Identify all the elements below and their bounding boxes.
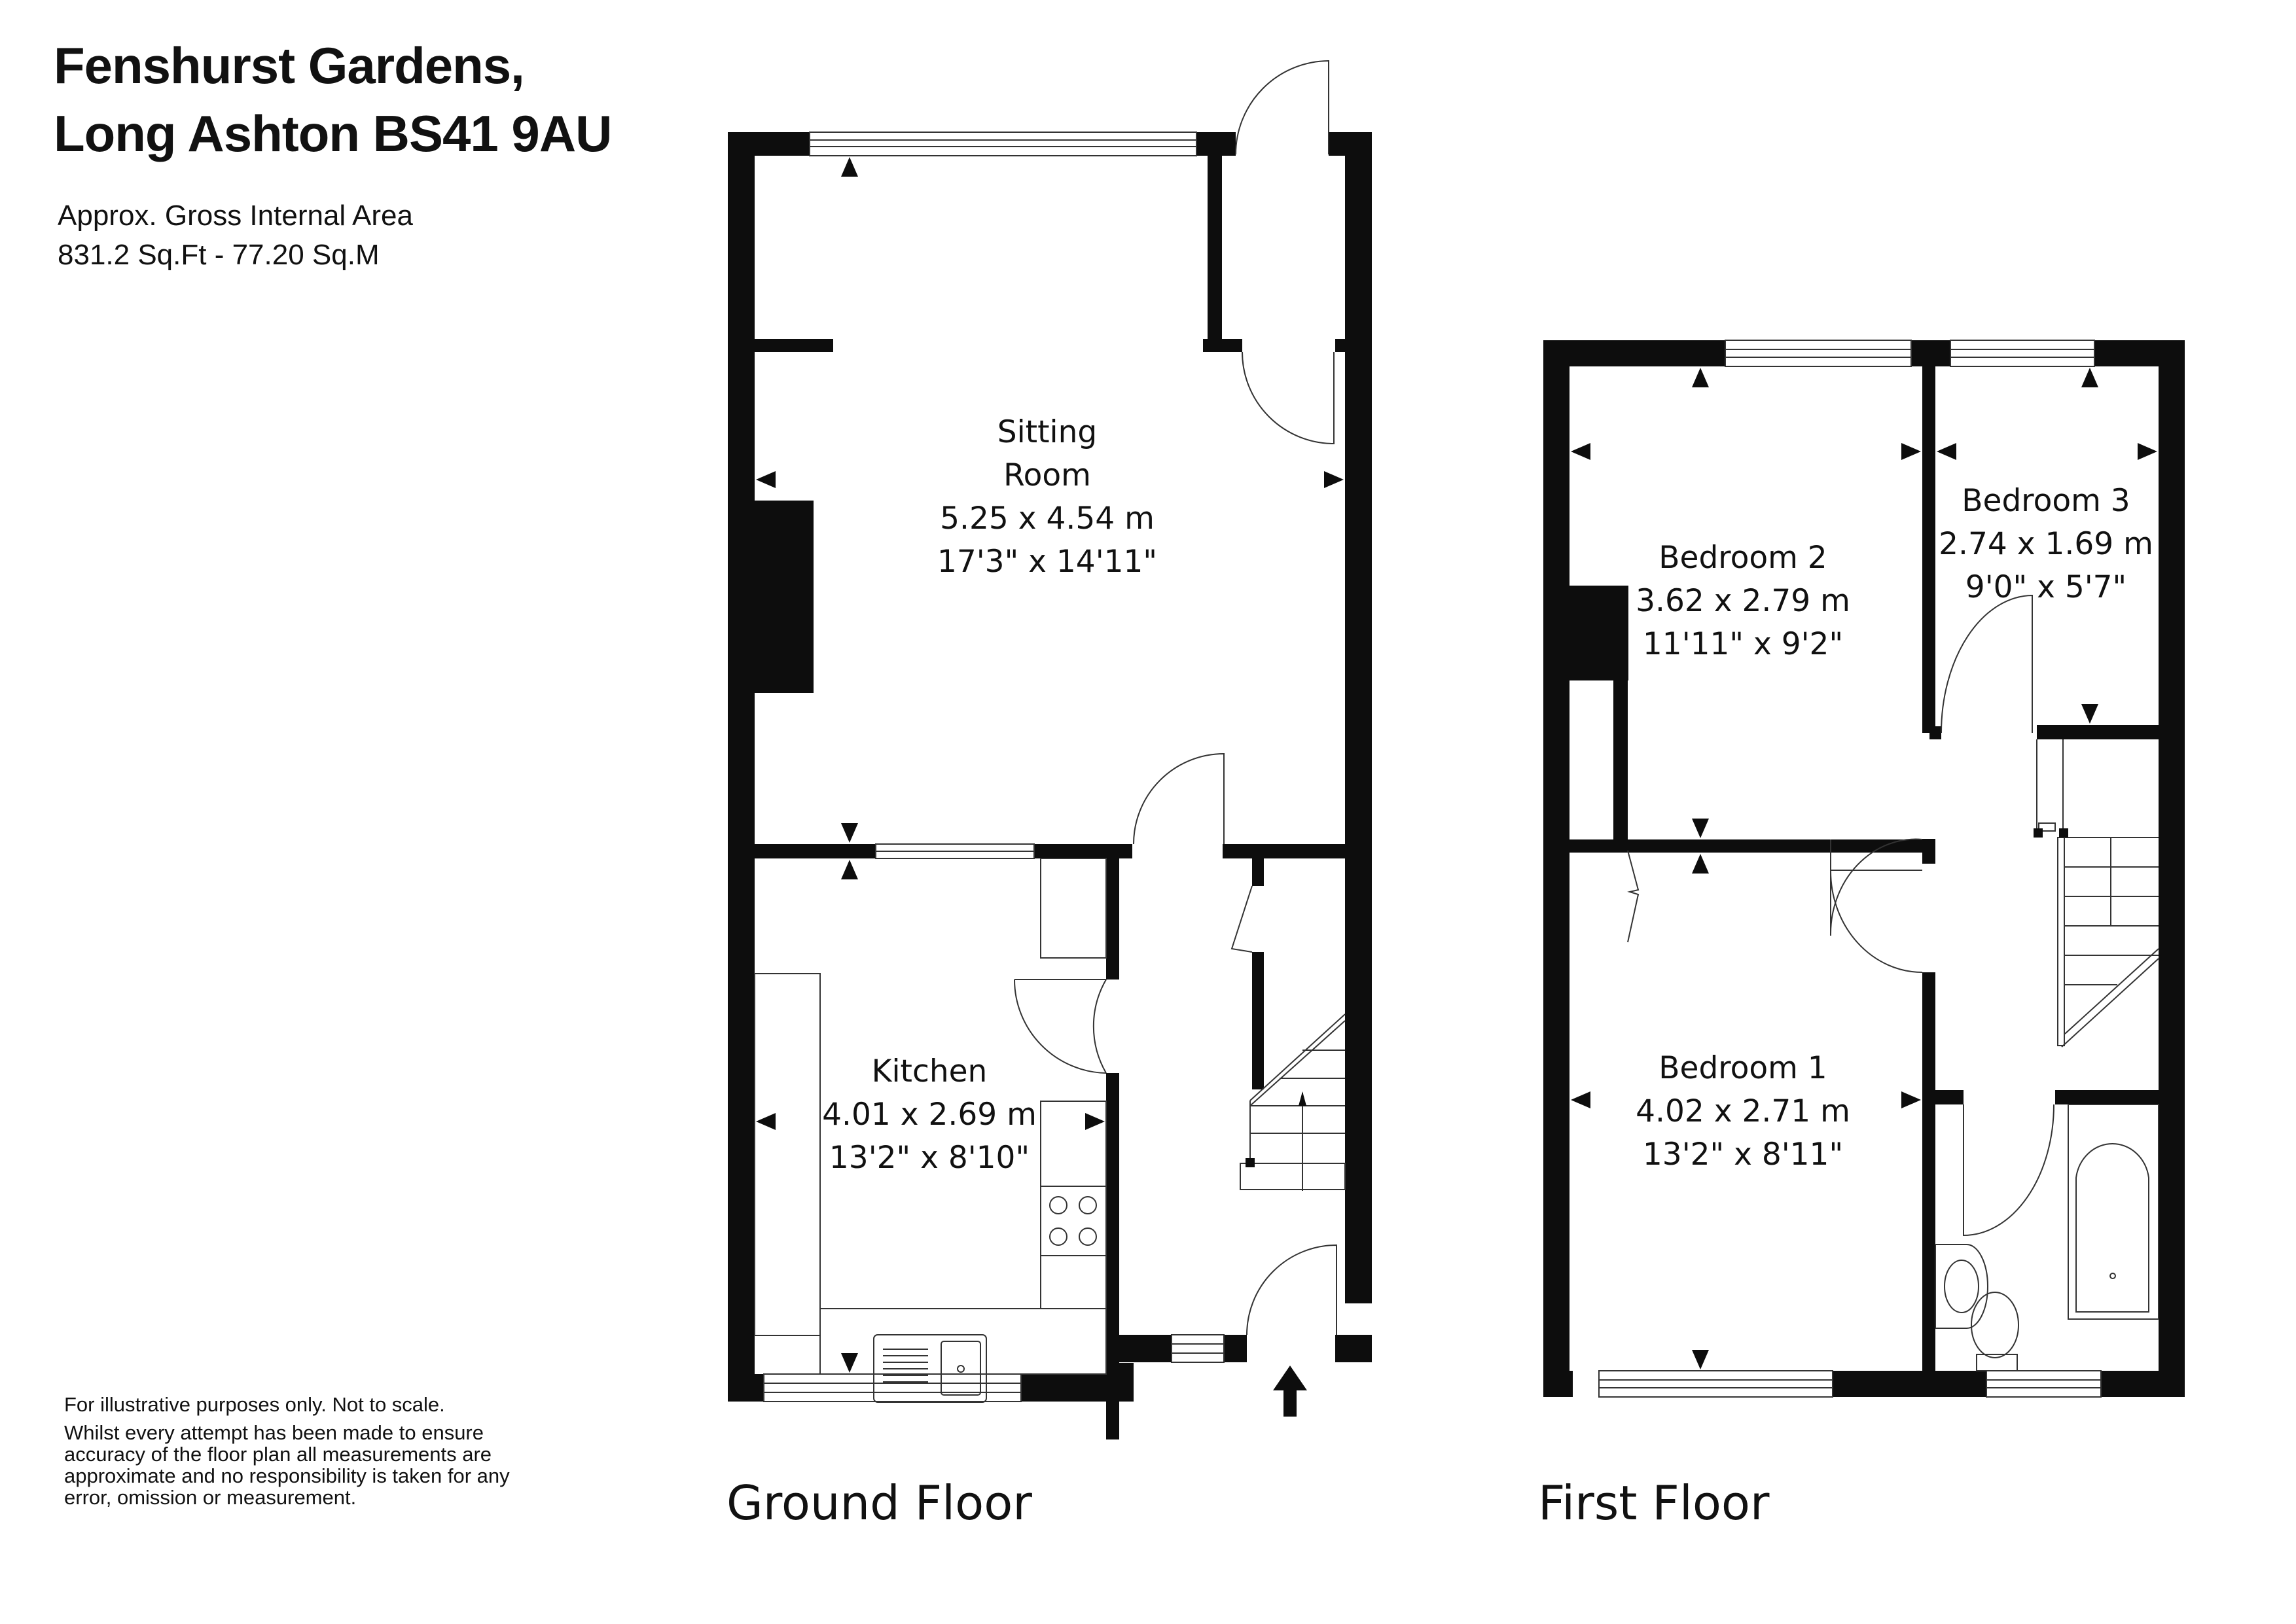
room-name: Sitting [997, 414, 1098, 450]
room-metric: 4.02 x 2.71 m [1636, 1093, 1850, 1129]
room-imperial: 13'2" x 8'11" [1642, 1137, 1844, 1173]
room-name: Bedroom 2 [1659, 540, 1827, 576]
room-imperial: 9'0" x 5'7" [1965, 569, 2127, 605]
first-floor-walls [1543, 340, 2185, 1397]
ground-floor-fixtures [754, 60, 1346, 1403]
ground-floor-markers [756, 157, 1344, 1373]
room-bedroom-2: Bedroom 2 3.62 x 2.79 m 11'11" x 9'2" [1636, 537, 1850, 666]
ground-floor-label: Ground Floor [726, 1475, 1032, 1530]
room-metric: 4.01 x 2.69 m [822, 1097, 1037, 1133]
ground-floor-walls [728, 132, 1372, 1439]
disclaimer-accuracy-note: Whilst every attempt has been made to en… [64, 1421, 510, 1509]
disclaimer-scale-note: For illustrative purposes only. Not to s… [64, 1393, 445, 1416]
entrance-arrow-icon [1273, 1366, 1307, 1417]
room-bedroom-3: Bedroom 3 2.74 x 1.69 m 9'0" x 5'7" [1939, 480, 2153, 609]
disclaimer: For illustrative purposes only. Not to s… [64, 1394, 562, 1515]
area-label: Approx. Gross Internal Area [58, 200, 413, 232]
room-name: Kitchen [871, 1053, 988, 1089]
address-line-2: Long Ashton BS41 9AU [54, 105, 612, 162]
room-metric: 3.62 x 2.79 m [1636, 583, 1850, 619]
room-sitting-room: Sitting Room 5.25 x 4.54 m 17'3" x 14'11… [937, 411, 1157, 584]
room-name: Bedroom 1 [1659, 1050, 1827, 1086]
room-kitchen: Kitchen 4.01 x 2.69 m 13'2" x 8'10" [822, 1050, 1037, 1180]
area-value: 831.2 Sq.Ft - 77.20 Sq.M [58, 239, 380, 271]
property-address: Fenshurst Gardens, Long Ashton BS41 9AU [54, 31, 612, 168]
room-name: Bedroom 3 [1962, 483, 2130, 519]
first-floor-markers [1571, 368, 2157, 1369]
gross-internal-area: Approx. Gross Internal Area 831.2 Sq.Ft … [58, 196, 413, 275]
first-floor-label: First Floor [1538, 1475, 1770, 1530]
room-imperial: 11'11" x 9'2" [1642, 626, 1844, 662]
room-imperial: 17'3" x 14'11" [937, 544, 1158, 580]
room-imperial: 13'2" x 8'10" [829, 1140, 1030, 1176]
room-metric: 5.25 x 4.54 m [940, 501, 1155, 537]
room-name: Room [1003, 457, 1091, 493]
address-line-1: Fenshurst Gardens, [54, 37, 525, 94]
room-metric: 2.74 x 1.69 m [1939, 526, 2153, 562]
room-bedroom-1: Bedroom 1 4.02 x 2.71 m 13'2" x 8'11" [1636, 1047, 1850, 1176]
